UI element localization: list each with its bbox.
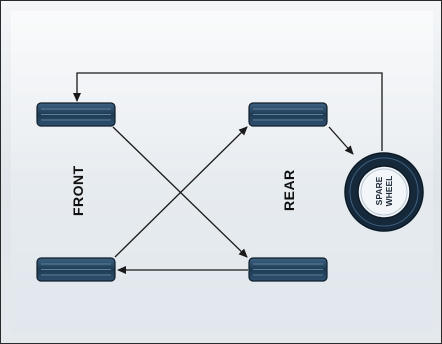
spare-wheel <box>344 152 424 232</box>
rear-label: REAR <box>281 169 297 211</box>
arrow-spare-to-front-left <box>73 72 383 151</box>
arrow-rear-left-to-spare <box>328 126 354 155</box>
spare-wheel-label-line2: WHEEL <box>384 175 394 207</box>
front-label: FRONT <box>70 165 86 216</box>
tire-front-right <box>36 257 116 282</box>
spare-wheel-label: SPARE WHEEL <box>374 169 394 213</box>
arrow-front-right-to-rear-left <box>114 126 248 258</box>
tire-front-left <box>36 102 116 127</box>
tire-rear-right <box>248 257 328 282</box>
arrow-front-left-to-rear-right <box>112 126 248 258</box>
tire-rear-left <box>248 102 328 127</box>
spare-wheel-label-line1: SPARE <box>374 176 384 206</box>
